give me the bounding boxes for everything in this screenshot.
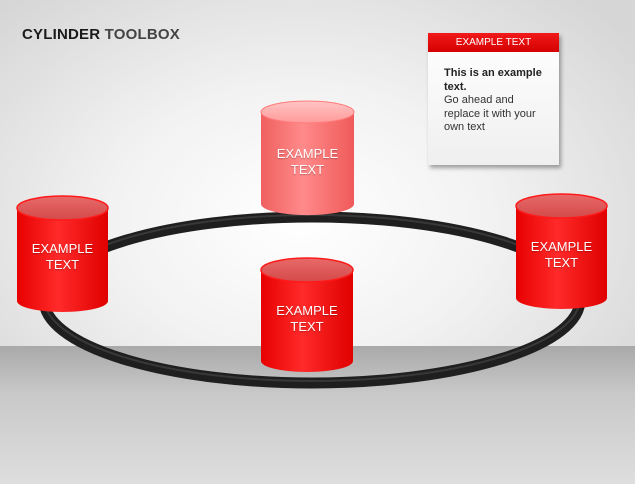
cylinder-right-shape [515,193,608,309]
cylinder-right[interactable]: EXAMPLE TEXT [515,193,608,310]
cylinder-bottom-label: EXAMPLE TEXT [260,303,354,335]
title-part-1: CYLINDER [22,26,101,43]
cylinder-top-label: EXAMPLE TEXT [260,146,355,178]
cylinder-top-shape [260,100,355,216]
cylinder-top-line1: EXAMPLE [276,146,339,161]
cylinder-top[interactable]: EXAMPLE TEXT [260,100,355,216]
cylinder-left-shape [16,195,109,312]
note-body-text: Go ahead and replace it with your own te… [444,94,536,133]
cylinder-left-line1: EXAMPLE [31,241,94,256]
cylinder-bottom-shape [260,257,354,372]
cylinder-left[interactable]: EXAMPLE TEXT [16,195,109,313]
cylinder-top-line2: TEXT [290,162,325,177]
cylinder-right-label: EXAMPLE TEXT [515,239,608,271]
cylinder-bottom-line1: EXAMPLE [276,303,338,318]
note-header: EXAMPLE TEXT [428,33,559,52]
example-note-box: EXAMPLE TEXT This is an example text. Go… [428,33,559,165]
note-body: This is an example text. Go ahead and re… [428,52,559,135]
cylinder-left-line2: TEXT [45,257,80,272]
page-title: CYLINDER TOOLBOX [22,26,180,43]
note-bold-text: This is an example text. [444,67,542,93]
cylinder-bottom-line2: TEXT [290,319,324,334]
cylinder-right-line1: EXAMPLE [530,239,593,254]
title-part-2: TOOLBOX [104,26,180,43]
cylinder-right-line2: TEXT [544,255,579,270]
cylinder-bottom[interactable]: EXAMPLE TEXT [260,257,354,373]
cylinder-left-label: EXAMPLE TEXT [16,241,109,273]
